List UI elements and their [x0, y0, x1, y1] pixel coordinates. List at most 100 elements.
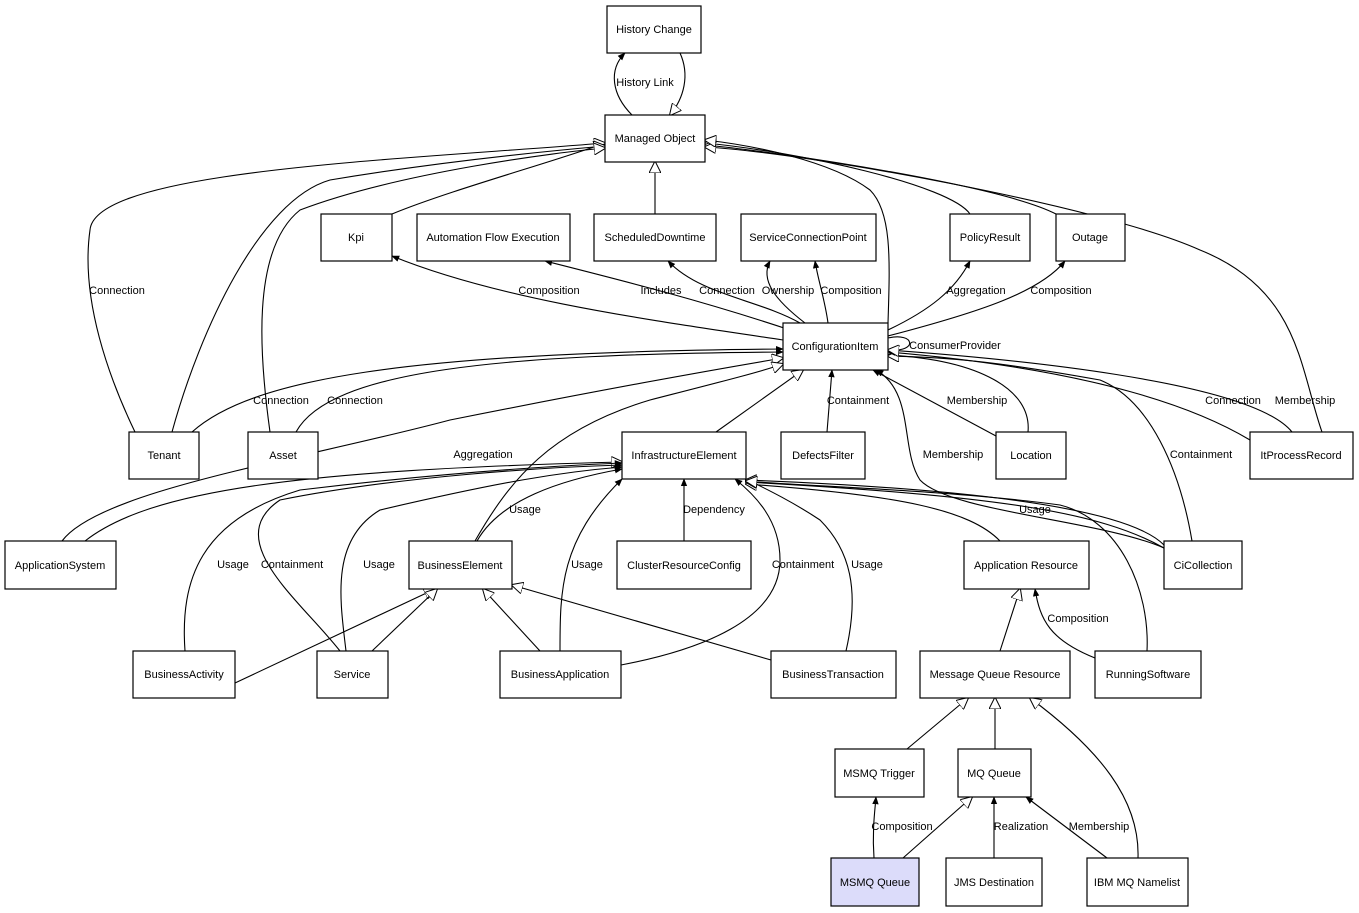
edge-ci-self — [887, 336, 911, 354]
edge-label: Composition — [871, 821, 932, 833]
edge-label: Containment — [827, 395, 889, 407]
edge-mqr-ar — [999, 589, 1020, 652]
node-policy-result[interactable]: PolicyResult — [949, 213, 1031, 262]
edge-trigger-mqr — [906, 698, 968, 750]
node-application-system[interactable]: ApplicationSystem — [4, 540, 117, 590]
node-outage[interactable]: Outage — [1055, 213, 1126, 262]
edge-label: Membership — [923, 449, 984, 461]
node-label: Tenant — [147, 450, 180, 462]
edge-itpr-ci-connection — [887, 349, 1251, 441]
edge-label: Composition — [820, 285, 881, 297]
edges — [61, 52, 1323, 859]
node-msmq-trigger[interactable]: MSMQ Trigger — [834, 748, 925, 798]
node-label: IBM MQ Namelist — [1094, 877, 1180, 889]
edge-label: Connection — [89, 285, 145, 297]
node-ci-collection[interactable]: CiCollection — [1163, 540, 1243, 590]
edge-service-be — [371, 589, 437, 652]
node-asset[interactable]: Asset — [247, 431, 319, 480]
edge-label: Containment — [261, 559, 323, 571]
node-label: History Change — [616, 24, 692, 36]
edge-cicoll-ci-containment — [888, 356, 1193, 542]
edge-ar-ie — [746, 484, 1001, 542]
node-service-connection-point[interactable]: ServiceConnectionPoint — [740, 213, 877, 262]
edge-be-ci — [474, 364, 783, 542]
node-ibm-mq-namelist[interactable]: IBM MQ Namelist — [1086, 857, 1189, 907]
edge-label: Usage — [851, 559, 883, 571]
node-mq-queue[interactable]: MQ Queue — [957, 748, 1032, 798]
edge-bt-ie — [745, 478, 853, 652]
edge-appsys-ie — [84, 462, 622, 542]
node-cluster-resource-config[interactable]: ClusterResourceConfig — [616, 540, 752, 590]
node-business-application[interactable]: BusinessApplication — [499, 650, 622, 699]
edge-label: Composition — [1030, 285, 1091, 297]
node-history-change[interactable]: History Change — [606, 5, 702, 54]
edge-asset-mo — [261, 148, 605, 433]
edge-namelist-mqq — [1025, 796, 1108, 859]
edge-tenant-mo — [171, 146, 605, 433]
edge-history-link — [613, 52, 633, 116]
edge-label: Containment — [772, 559, 834, 571]
edge-label: Connection — [699, 285, 755, 297]
edge-be-ie — [476, 467, 623, 542]
node-label: BusinessActivity — [144, 669, 224, 681]
edge-itpr-mo — [705, 147, 1323, 433]
edge-label: Membership — [1275, 395, 1336, 407]
node-configuration-item[interactable]: ConfigurationItem — [782, 322, 889, 371]
node-label: Outage — [1072, 232, 1108, 244]
edge-ie-ci — [715, 370, 803, 433]
edge-label: Connection — [1205, 395, 1261, 407]
node-defects-filter[interactable]: DefectsFilter — [780, 431, 866, 480]
node-label: DefectsFilter — [792, 450, 854, 462]
edge-label: Usage — [1019, 504, 1051, 516]
edge-appsys-ci — [61, 358, 783, 542]
edge-ba-be — [234, 589, 435, 684]
edge-policy-mo — [705, 143, 971, 215]
node-infrastructure-element[interactable]: InfrastructureElement — [621, 431, 747, 480]
edge-ci-scp-composition — [812, 260, 829, 324]
edge-labels: History Link Connection Composition Incl… — [89, 77, 1335, 833]
edge-label: Composition — [518, 285, 579, 297]
edge-itpr-ci-membership — [888, 350, 1293, 433]
node-label: ScheduledDowntime — [605, 232, 706, 244]
node-service[interactable]: Service — [316, 650, 389, 699]
edge-bapp-ie-usage — [559, 478, 623, 652]
node-business-element[interactable]: BusinessElement — [408, 540, 513, 590]
edge-namelist-mqr — [1030, 698, 1139, 859]
node-label: BusinessTransaction — [782, 669, 884, 681]
edge-tenant-ci — [191, 345, 784, 433]
node-it-process-record[interactable]: ItProcessRecord — [1249, 431, 1354, 480]
node-label: MQ Queue — [967, 768, 1021, 780]
node-label: ClusterResourceConfig — [627, 560, 741, 572]
node-msmq-queue[interactable]: MSMQ Queue — [830, 857, 920, 907]
edge-label: ConsumerProvider — [909, 340, 1001, 352]
node-tenant[interactable]: Tenant — [128, 431, 200, 480]
node-scheduled-downtime[interactable]: ScheduledDowntime — [593, 213, 717, 262]
node-message-queue-resource[interactable]: Message Queue Resource — [919, 650, 1071, 699]
edge-label: Usage — [509, 504, 541, 516]
node-location[interactable]: Location — [995, 431, 1067, 480]
nodes: History Change Managed Object Kpi Automa… — [4, 5, 1354, 907]
node-business-transaction[interactable]: BusinessTransaction — [770, 650, 897, 699]
node-label: CiCollection — [1174, 560, 1233, 572]
node-jms-destination[interactable]: JMS Destination — [945, 857, 1043, 907]
edge-ci-sd — [667, 260, 801, 324]
node-label: Asset — [269, 450, 297, 462]
edge-label: Connection — [327, 395, 383, 407]
edge-ci-outage — [887, 260, 1066, 337]
node-automation-flow-execution[interactable]: Automation Flow Execution — [416, 213, 571, 262]
edge-location-ci-membership — [872, 369, 997, 437]
node-business-activity[interactable]: BusinessActivity — [132, 650, 236, 699]
edge-ci-policy — [887, 260, 971, 331]
node-managed-object[interactable]: Managed Object — [604, 114, 706, 163]
edge-ci-afe — [544, 259, 791, 331]
edge-label: Composition — [1047, 613, 1108, 625]
node-label: MSMQ Queue — [840, 877, 910, 889]
node-label: ApplicationSystem — [15, 560, 106, 572]
node-running-software[interactable]: RunningSoftware — [1094, 650, 1202, 699]
node-label: ServiceConnectionPoint — [749, 232, 866, 244]
node-application-resource[interactable]: Application Resource — [963, 540, 1090, 590]
edge-ci-scp-ownership — [763, 260, 806, 324]
node-kpi[interactable]: Kpi — [320, 213, 393, 262]
edge-defects-ci — [826, 369, 835, 433]
edge-cicoll-ci-membership — [875, 369, 1165, 549]
